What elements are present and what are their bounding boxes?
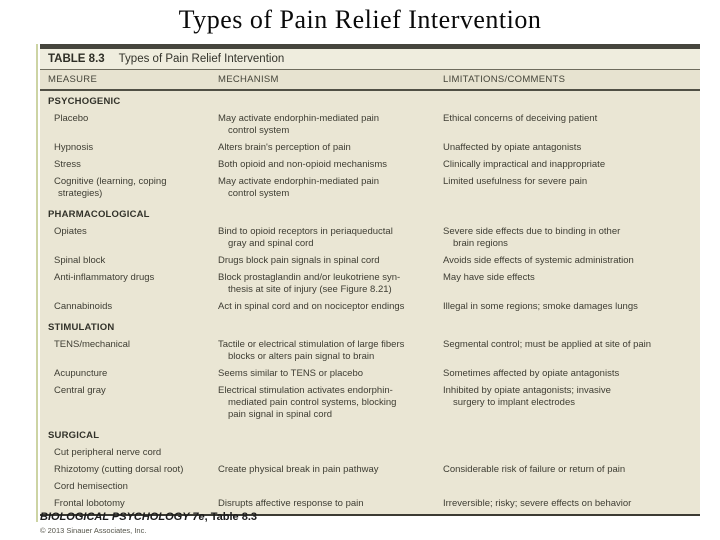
cell-measure: Placebo [54,113,89,124]
cell-measure: Acupuncture [54,368,108,379]
cell-measure: Central gray [54,385,106,396]
table-reference: , Table 8.3 [204,511,257,523]
table-row: Cut peripheral nerve cord [40,447,700,459]
column-header-mechanism: MECHANISM [218,74,279,85]
source-footer: BIOLOGICAL PSYCHOLOGY 7e, Table 8.3 © 20… [40,511,700,535]
table-label: TABLE 8.3 [48,53,105,65]
left-accent-line [36,44,38,522]
cell-measure: Opiates [54,226,87,237]
section-header: STIMULATION [48,322,115,333]
cell-mechanism: Create physical break in pain pathway [218,464,379,475]
table-row: Central gray Electrical stimulation acti… [40,385,700,421]
cell-mechanism: Alters brain's perception of pain [218,142,351,153]
table-row: Cannabinoids Act in spinal cord and on n… [40,301,700,313]
table-row: Acupuncture Seems similar to TENS or pla… [40,368,700,380]
cell-mechanism: Block prostaglandin and/or leukotriene s… [218,272,401,295]
cell-limitations: Severe side effects due to binding in ot… [443,226,621,249]
table-caption-row: TABLE 8.3 Types of Pain Relief Interventi… [40,49,700,70]
cell-measure: Hypnosis [54,142,94,153]
table-row: Spinal block Drugs block pain signals in… [40,255,700,267]
column-header-measure: MEASURE [48,74,98,85]
section-header: PSYCHOGENIC [48,96,121,107]
table-row: Frontal lobotomy Disrupts affective resp… [40,498,700,510]
table-row: Placebo May activate endorphin-mediated … [40,113,700,137]
book-title: BIOLOGICAL PSYCHOLOGY 7e [40,511,205,523]
cell-limitations: Clinically impractical and inappropriate [443,159,606,170]
cell-limitations: Limited usefulness for severe pain [443,176,588,187]
table-row: Opiates Bind to opioid receptors in peri… [40,226,700,250]
cell-mechanism: Electrical stimulation activates endorph… [218,385,397,420]
cell-limitations [443,447,700,459]
cell-measure: Cut peripheral nerve cord [54,447,162,458]
cell-limitations: Sometimes affected by opiate antagonists [443,368,620,379]
cell-mechanism: May activate endorphin-mediated pain con… [218,113,380,136]
table-row: Stress Both opioid and non-opioid mechan… [40,159,700,171]
cell-limitations: May have side effects [443,272,535,283]
section-header: PHARMACOLOGICAL [48,209,150,220]
table-section: PHARMACOLOGICAL Opiates Bind to opioid r… [40,209,700,313]
cell-mechanism: Tactile or electrical stimulation of lar… [218,339,405,362]
cell-limitations: Avoids side effects of systemic administ… [443,255,634,266]
cell-limitations: Inhibited by opiate antagonists; invasiv… [443,385,611,408]
table-row: Hypnosis Alters brain's perception of pa… [40,142,700,154]
source-line: BIOLOGICAL PSYCHOLOGY 7e, Table 8.3 [40,511,700,524]
cell-limitations: Ethical concerns of deceiving patient [443,113,598,124]
table-row: Cord hemisection [40,481,700,493]
cell-measure: Anti-inflammatory drugs [54,272,155,283]
table-section: STIMULATION TENS/mechanical Tactile or e… [40,322,700,421]
cell-mechanism: Seems similar to TENS or placebo [218,368,364,379]
cell-limitations: Segmental control; must be applied at si… [443,339,652,350]
cell-measure: Stress [54,159,81,170]
table-row: TENS/mechanical Tactile or electrical st… [40,339,700,363]
cell-mechanism: Act in spinal cord and on nociceptor end… [218,301,405,312]
slide-title: Types of Pain Relief Intervention [178,5,542,34]
table-row: Rhizotomy (cutting dorsal root) Create p… [40,464,700,476]
cell-measure: Cord hemisection [54,481,128,492]
cell-measure: Rhizotomy (cutting dorsal root) [54,464,184,475]
cell-limitations: Illegal in some regions; smoke damages l… [443,301,638,312]
cell-mechanism: Disrupts affective response to pain [218,498,364,509]
cell-mechanism [218,481,443,493]
table-section: PSYCHOGENIC Placebo May activate endorph… [40,96,700,200]
table-caption-text: Types of Pain Relief Intervention [118,53,285,65]
cell-mechanism: Drugs block pain signals in spinal cord [218,255,380,266]
column-header-limitations: LIMITATIONS/COMMENTS [443,74,566,85]
table-top-bar [40,44,700,49]
cell-mechanism [218,447,443,459]
cell-limitations: Unaffected by opiate antagonists [443,142,582,153]
cell-measure: Frontal lobotomy [54,498,125,509]
cell-mechanism: Bind to opioid receptors in periaqueduct… [218,226,393,249]
copyright-line: © 2013 Sinauer Associates, Inc. [40,526,147,535]
cell-mechanism: Both opioid and non-opioid mechanisms [218,159,387,170]
cell-measure: Spinal block [54,255,106,266]
cell-limitations: Irreversible; risky; severe effects on b… [443,498,632,509]
table-row: Anti-inflammatory drugs Block prostaglan… [40,272,700,296]
cell-mechanism: May activate endorphin-mediated pain con… [218,176,380,199]
cell-measure: Cannabinoids [54,301,113,312]
cell-limitations: Considerable risk of failure or return o… [443,464,626,475]
pain-relief-table: TABLE 8.3 Types of Pain Relief Interventi… [40,44,700,516]
table-section: SURGICAL Cut peripheral nerve cord Rhizo… [40,430,700,510]
cell-measure: TENS/mechanical [54,339,131,350]
table-row: Cognitive (learning, coping strategies) … [40,176,700,200]
column-header-row: MEASURE MECHANISM LIMITATIONS/COMMENTS [40,70,700,91]
cell-limitations [443,481,700,493]
cell-measure: Cognitive (learning, coping strategies) [54,176,167,199]
section-header: SURGICAL [48,430,100,441]
table-body: PSYCHOGENIC Placebo May activate endorph… [40,91,700,516]
